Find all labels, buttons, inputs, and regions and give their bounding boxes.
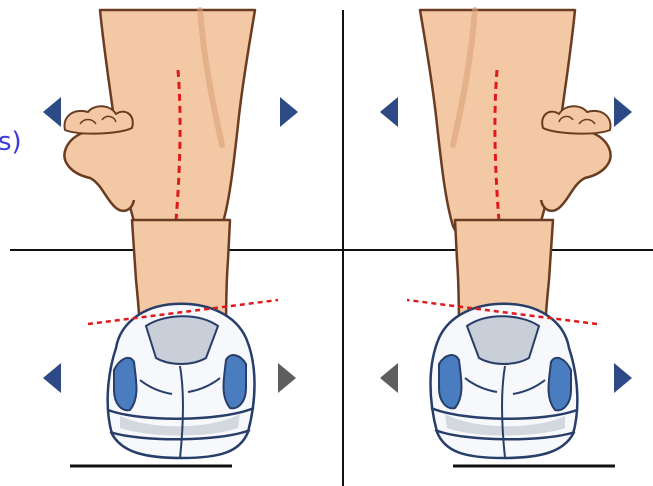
arrow-left-icon[interactable] <box>380 97 398 127</box>
panel-bottom-left <box>43 220 296 466</box>
arrow-left-icon[interactable] <box>380 363 398 393</box>
bare-foot-illustration <box>64 10 255 244</box>
arrow-right-icon[interactable] <box>614 97 632 127</box>
panel-bottom-right <box>380 220 632 466</box>
arrow-left-icon[interactable] <box>43 363 61 393</box>
shoe-heel-illustration <box>407 220 615 466</box>
arrow-right-icon[interactable] <box>278 363 296 393</box>
shoe-heel-illustration <box>70 220 278 466</box>
panel-top-left <box>43 10 298 244</box>
arrow-right-icon[interactable] <box>614 363 632 393</box>
cropped-caption-text: s) <box>0 122 22 162</box>
arrow-left-icon[interactable] <box>43 97 61 127</box>
bare-foot-illustration <box>420 10 611 244</box>
arrow-right-icon[interactable] <box>280 97 298 127</box>
panel-top-right <box>380 10 632 244</box>
